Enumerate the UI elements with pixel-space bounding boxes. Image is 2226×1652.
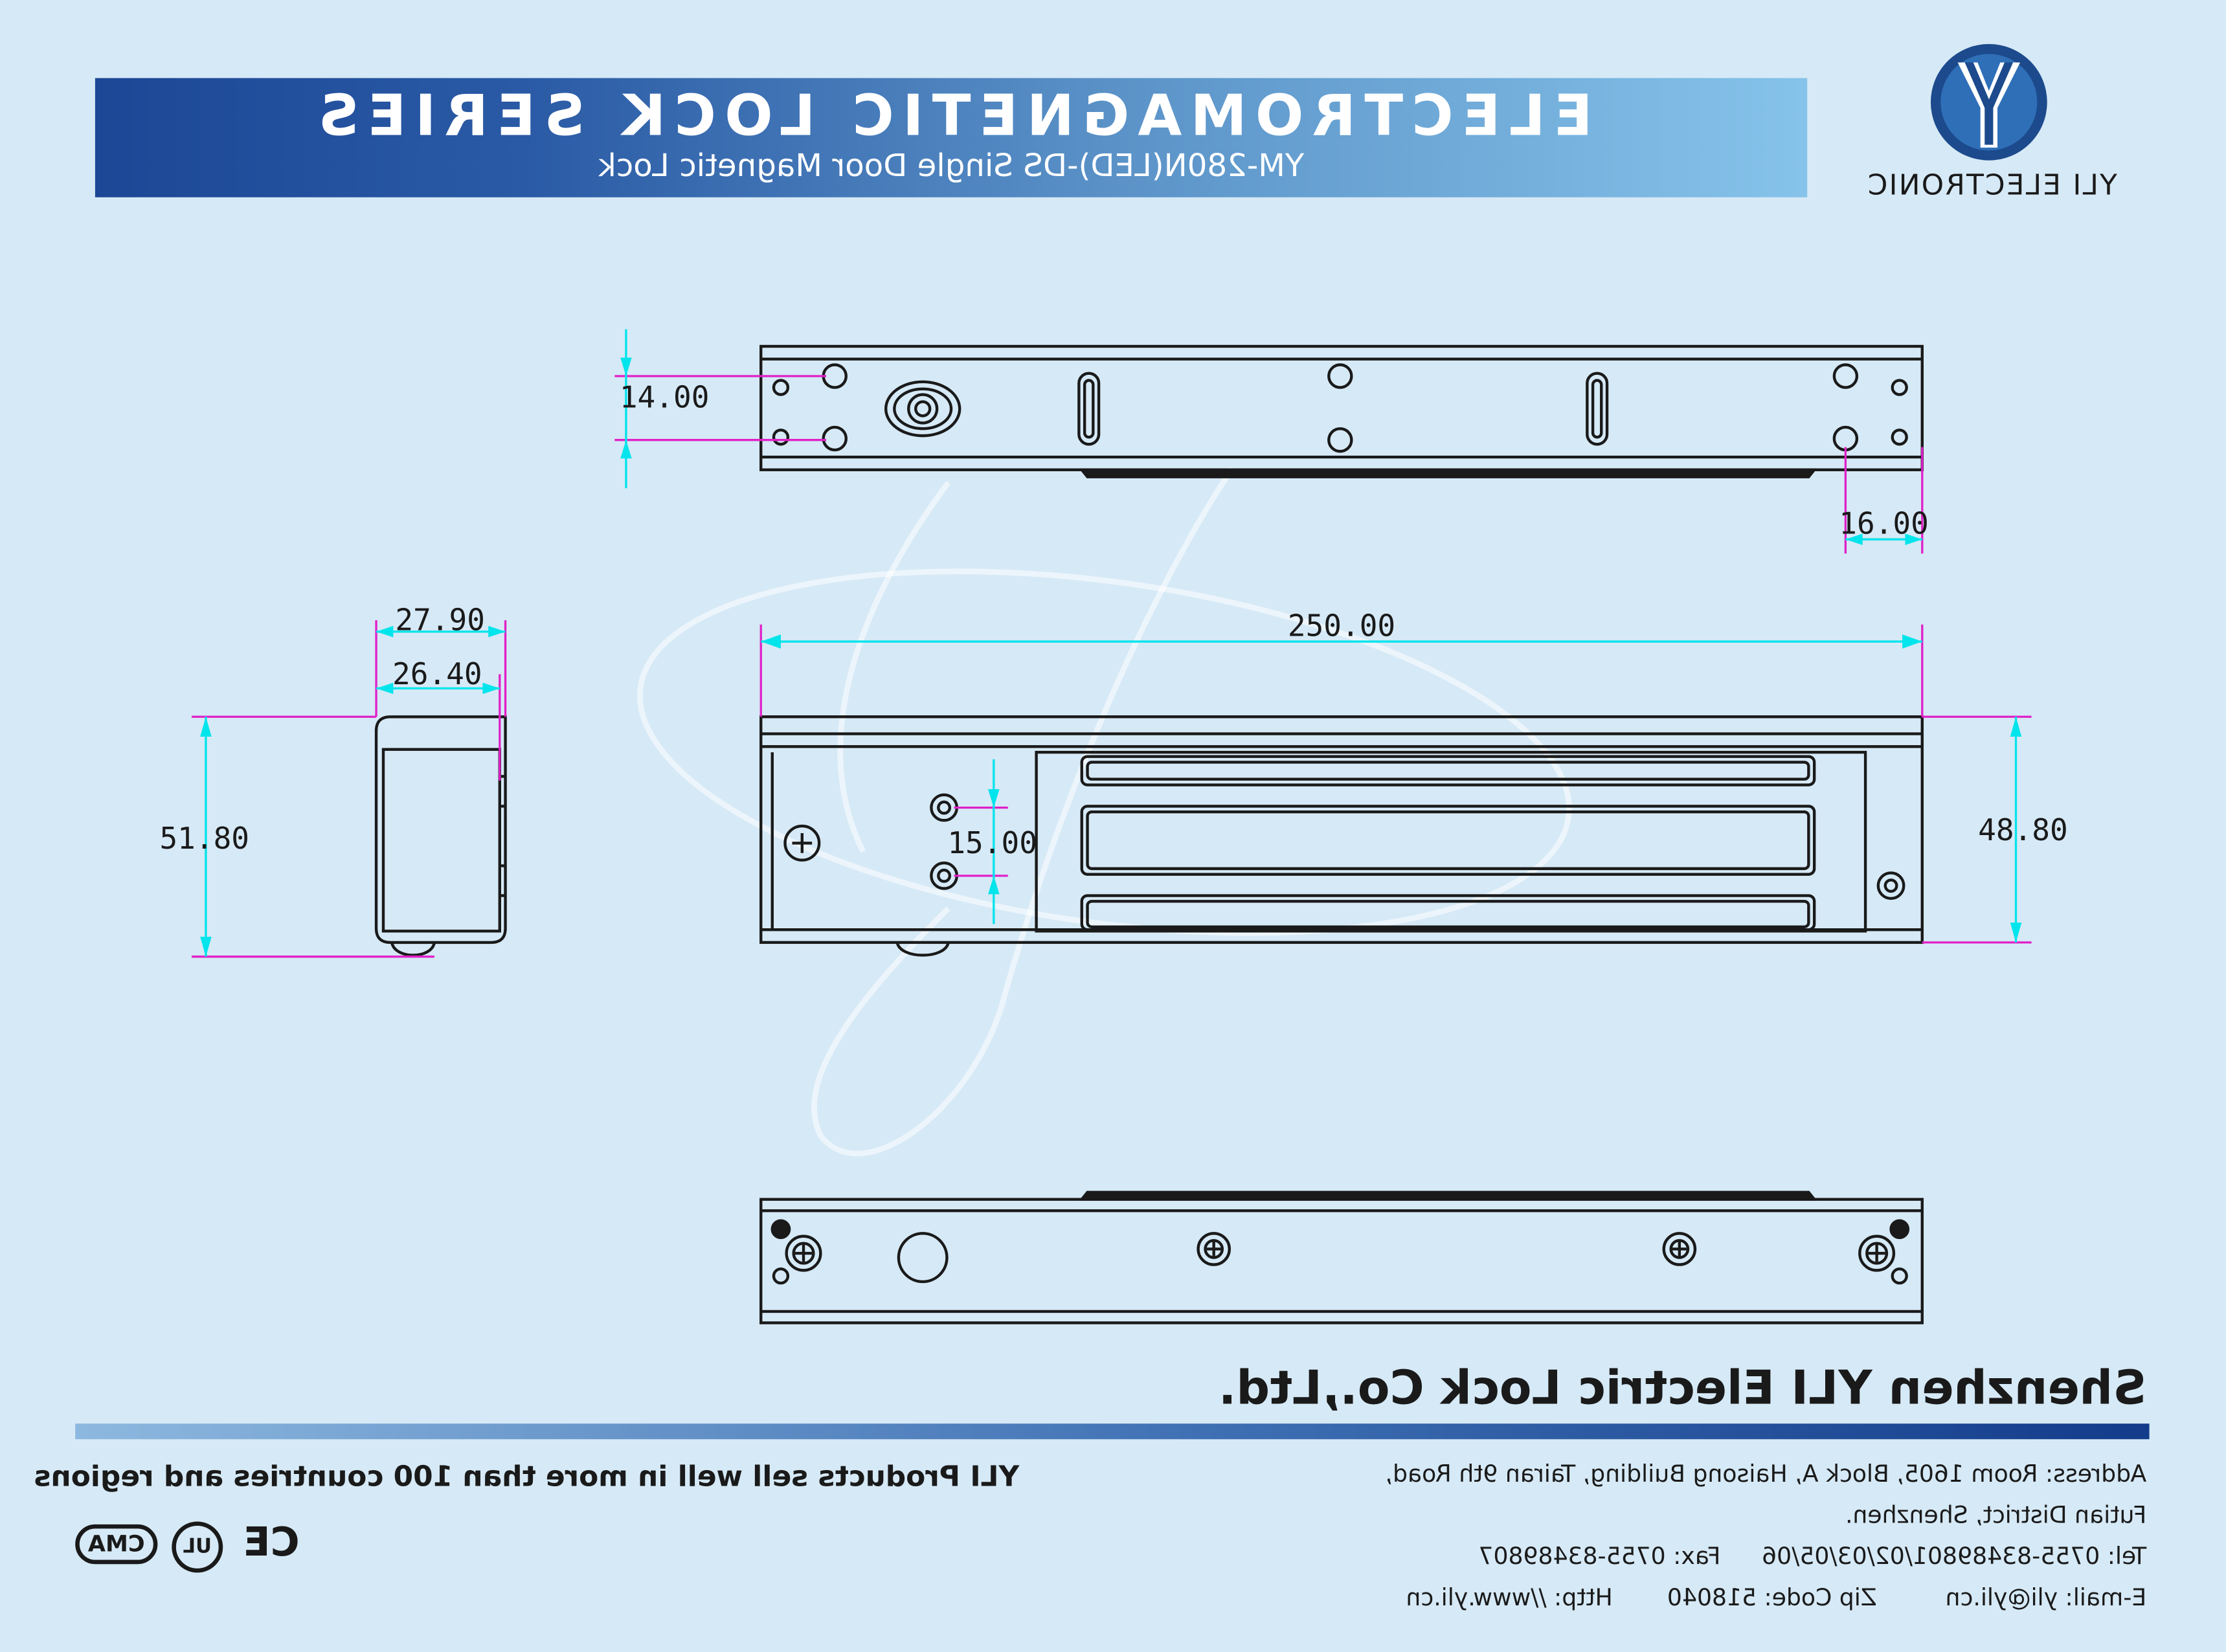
phillips-screw-icon — [1197, 1232, 1231, 1266]
mount-hole — [1832, 363, 1859, 389]
mount-hole — [1327, 427, 1353, 453]
dim-side-depth-outer: 27.90 — [395, 603, 485, 638]
mount-hole — [1891, 379, 1908, 396]
mount-hole — [1832, 425, 1859, 452]
phillips-screw-icon — [785, 1234, 822, 1272]
front-view-body — [759, 715, 1924, 944]
email-text: E-mail: yli@yli.cn — [1945, 1583, 2147, 1611]
footer-divider — [75, 1423, 2150, 1440]
mount-hole — [1891, 1267, 1908, 1285]
dim-led-hole-spacing: 15.00 — [947, 825, 1037, 860]
ul-mark-icon: UL — [172, 1521, 223, 1573]
hex-screw-icon — [1876, 871, 1906, 900]
address-line: Futian District, Shenzhen. — [1845, 1501, 2147, 1529]
tagline: YLI Products sell well in more than 100 … — [34, 1458, 1020, 1493]
dim-side-depth-inner: 26.40 — [392, 656, 482, 691]
contact-block: Address: Room 1605, Block A, Haisong Bui… — [1238, 1453, 2146, 1618]
led-indicator-icon — [930, 861, 959, 890]
front-view-dimensions: 250.00 48.80 15.00 — [759, 608, 2068, 944]
mount-hole — [772, 379, 790, 396]
brand-block: YLI ELECTRONIC — [1828, 43, 2155, 206]
mount-hole — [822, 425, 848, 452]
mount-hole — [772, 1267, 790, 1285]
top-view-dimensions: 14.00 16.00 — [614, 329, 1929, 554]
cable-hole — [897, 1232, 949, 1284]
mount-hole — [772, 429, 790, 446]
company-name: Shenzhen YLI Electric Lock Co.,Ltd. — [1218, 1359, 2147, 1416]
mount-hole — [1889, 1219, 1910, 1240]
website-text: Http: //www.yli.cn — [1406, 1583, 1613, 1611]
mount-hole — [1891, 429, 1908, 446]
phillips-screw-icon — [1662, 1232, 1697, 1266]
mount-hole — [1327, 363, 1353, 389]
side-view-dimensions: 27.90 26.40 51.80 — [159, 603, 507, 958]
dim-total-length: 250.00 — [1288, 608, 1395, 643]
tel-text: Tel: 0755-83489801/02/03/05/06 — [1762, 1543, 2147, 1570]
bottom-view-body — [759, 1198, 1924, 1324]
dim-side-height: 51.80 — [159, 821, 249, 856]
ce-mark-icon: CE — [243, 1519, 300, 1566]
address-line: Address: Room 1605, Block A, Haisong Bui… — [1385, 1460, 2147, 1488]
web-row: E-mail: yli@yli.cn Zip Code: 518040 Http: … — [1238, 1577, 2146, 1618]
slot-hole — [1586, 372, 1609, 446]
side-view-body — [374, 715, 507, 944]
side-view — [374, 715, 507, 957]
top-view — [759, 344, 1924, 478]
certification-marks: CE UL CMA — [75, 1516, 302, 1573]
dim-mount-hole-spacing: 14.00 — [620, 379, 710, 414]
phillips-screw-icon — [783, 824, 821, 862]
led-indicator-icon — [930, 793, 959, 822]
yli-y-logo-icon — [1930, 43, 2047, 161]
phillips-screw-icon — [1858, 1234, 1896, 1272]
fax-text: Fax: 0755-83489807 — [1478, 1543, 1721, 1570]
dim-end-offset: 16.00 — [1839, 506, 1929, 541]
slot-hole — [1077, 372, 1101, 446]
phone-row: Tel: 0755-83489801/02/03/05/06 Fax: 0755-… — [1238, 1535, 2146, 1577]
bottom-view — [759, 1190, 1924, 1324]
mount-hole — [822, 363, 848, 389]
dim-front-height: 48.80 — [1978, 812, 2068, 847]
cable-grommet — [884, 380, 961, 438]
front-view — [759, 715, 1924, 957]
cma-mark-icon: CMA — [75, 1524, 158, 1565]
zip-text: Zip Code: 518040 — [1667, 1583, 1877, 1611]
mount-hole — [770, 1219, 791, 1240]
